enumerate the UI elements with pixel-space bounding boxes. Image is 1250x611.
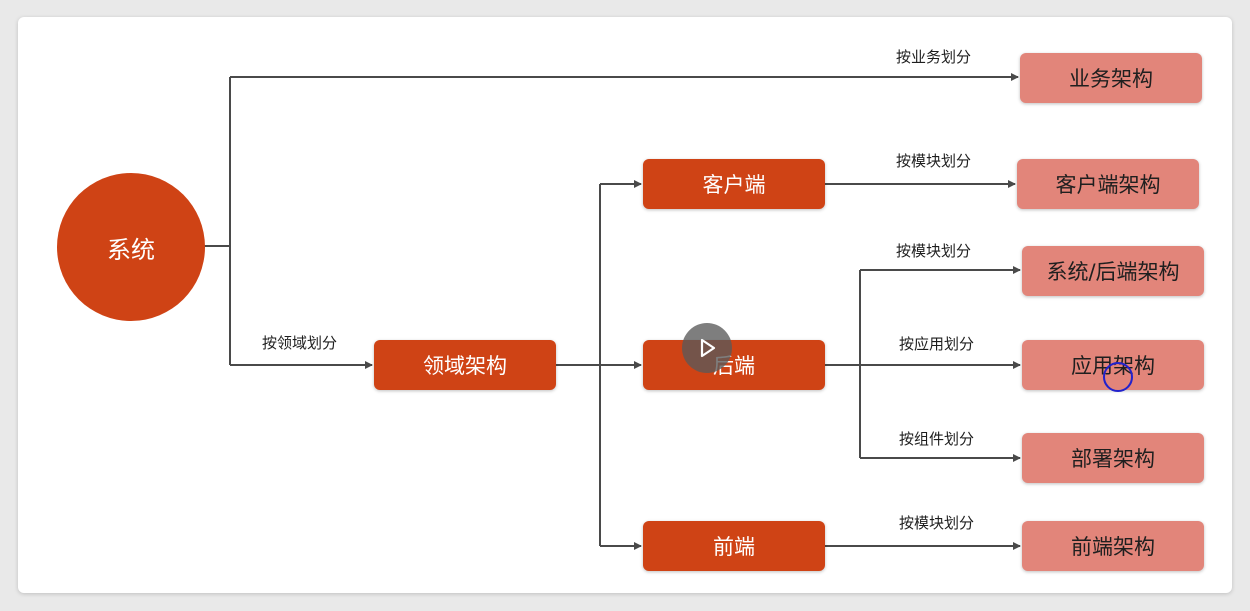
node-client-arch: 客户端架构 [1017,159,1199,209]
label-by-domain: 按领域划分 [262,334,338,352]
label-by-module-client: 按模块划分 [896,152,972,170]
node-deployment-arch: 部署架构 [1022,433,1204,483]
label-by-component: 按组件划分 [899,430,975,448]
node-client: 客户端 [643,159,825,209]
node-frontend: 前端 [643,521,825,571]
label-by-module-backend: 按模块划分 [896,242,972,260]
label-by-module-frontend: 按模块划分 [899,514,975,532]
node-business-arch: 业务架构 [1020,53,1202,103]
cursor-ring-icon [1103,362,1133,392]
play-icon [700,338,716,358]
node-backend: 后端 [643,340,825,390]
label-by-business: 按业务划分 [896,48,972,66]
node-domain-arch: 领域架构 [374,340,556,390]
diagram-canvas [18,17,1232,593]
label-by-application: 按应用划分 [899,335,975,353]
node-frontend-arch: 前端架构 [1022,521,1204,571]
node-system: 系统 [57,173,205,321]
node-system-backend-arch: 系统/后端架构 [1022,246,1204,296]
play-button[interactable] [682,323,732,373]
